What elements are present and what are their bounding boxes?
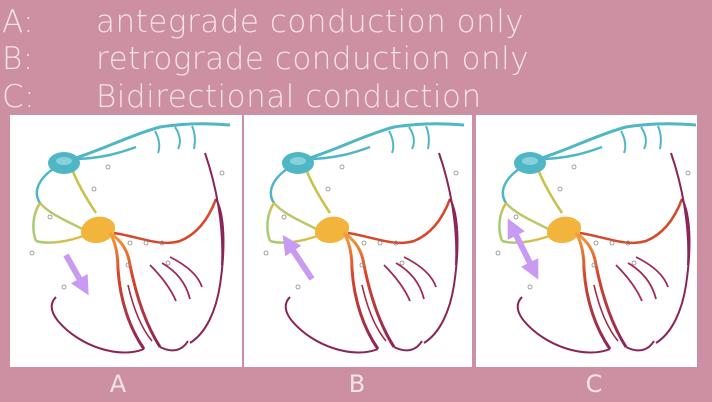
conduction-diagram-a: [28, 122, 232, 355]
conduction-diagram-c: [494, 122, 697, 355]
caption-b: B: [348, 370, 366, 398]
antegrade-arrow: [63, 253, 89, 296]
option-c: C: Bidirectional conduction: [2, 79, 482, 115]
option-a: A: antegrade conduction only: [2, 4, 524, 40]
option-b-text: retrograde conduction only: [96, 41, 530, 77]
bidirectional-arrow: [507, 218, 539, 280]
option-a-text: antegrade conduction only: [96, 4, 525, 40]
option-b-key: B:: [2, 41, 34, 77]
diagram-panel-b: [244, 115, 472, 367]
option-c-text: Bidirectional conduction: [96, 79, 482, 115]
diagram-panel-c: [476, 115, 697, 367]
conduction-diagram-b: [262, 122, 466, 355]
option-b: B: retrograde conduction only: [2, 41, 529, 77]
option-a-key: A:: [2, 4, 35, 40]
retrograde-arrow: [282, 235, 315, 281]
caption-c: C: [585, 370, 603, 398]
diagram-panel-a: [10, 115, 242, 367]
caption-a: A: [109, 370, 127, 398]
option-c-key: C:: [2, 79, 36, 115]
